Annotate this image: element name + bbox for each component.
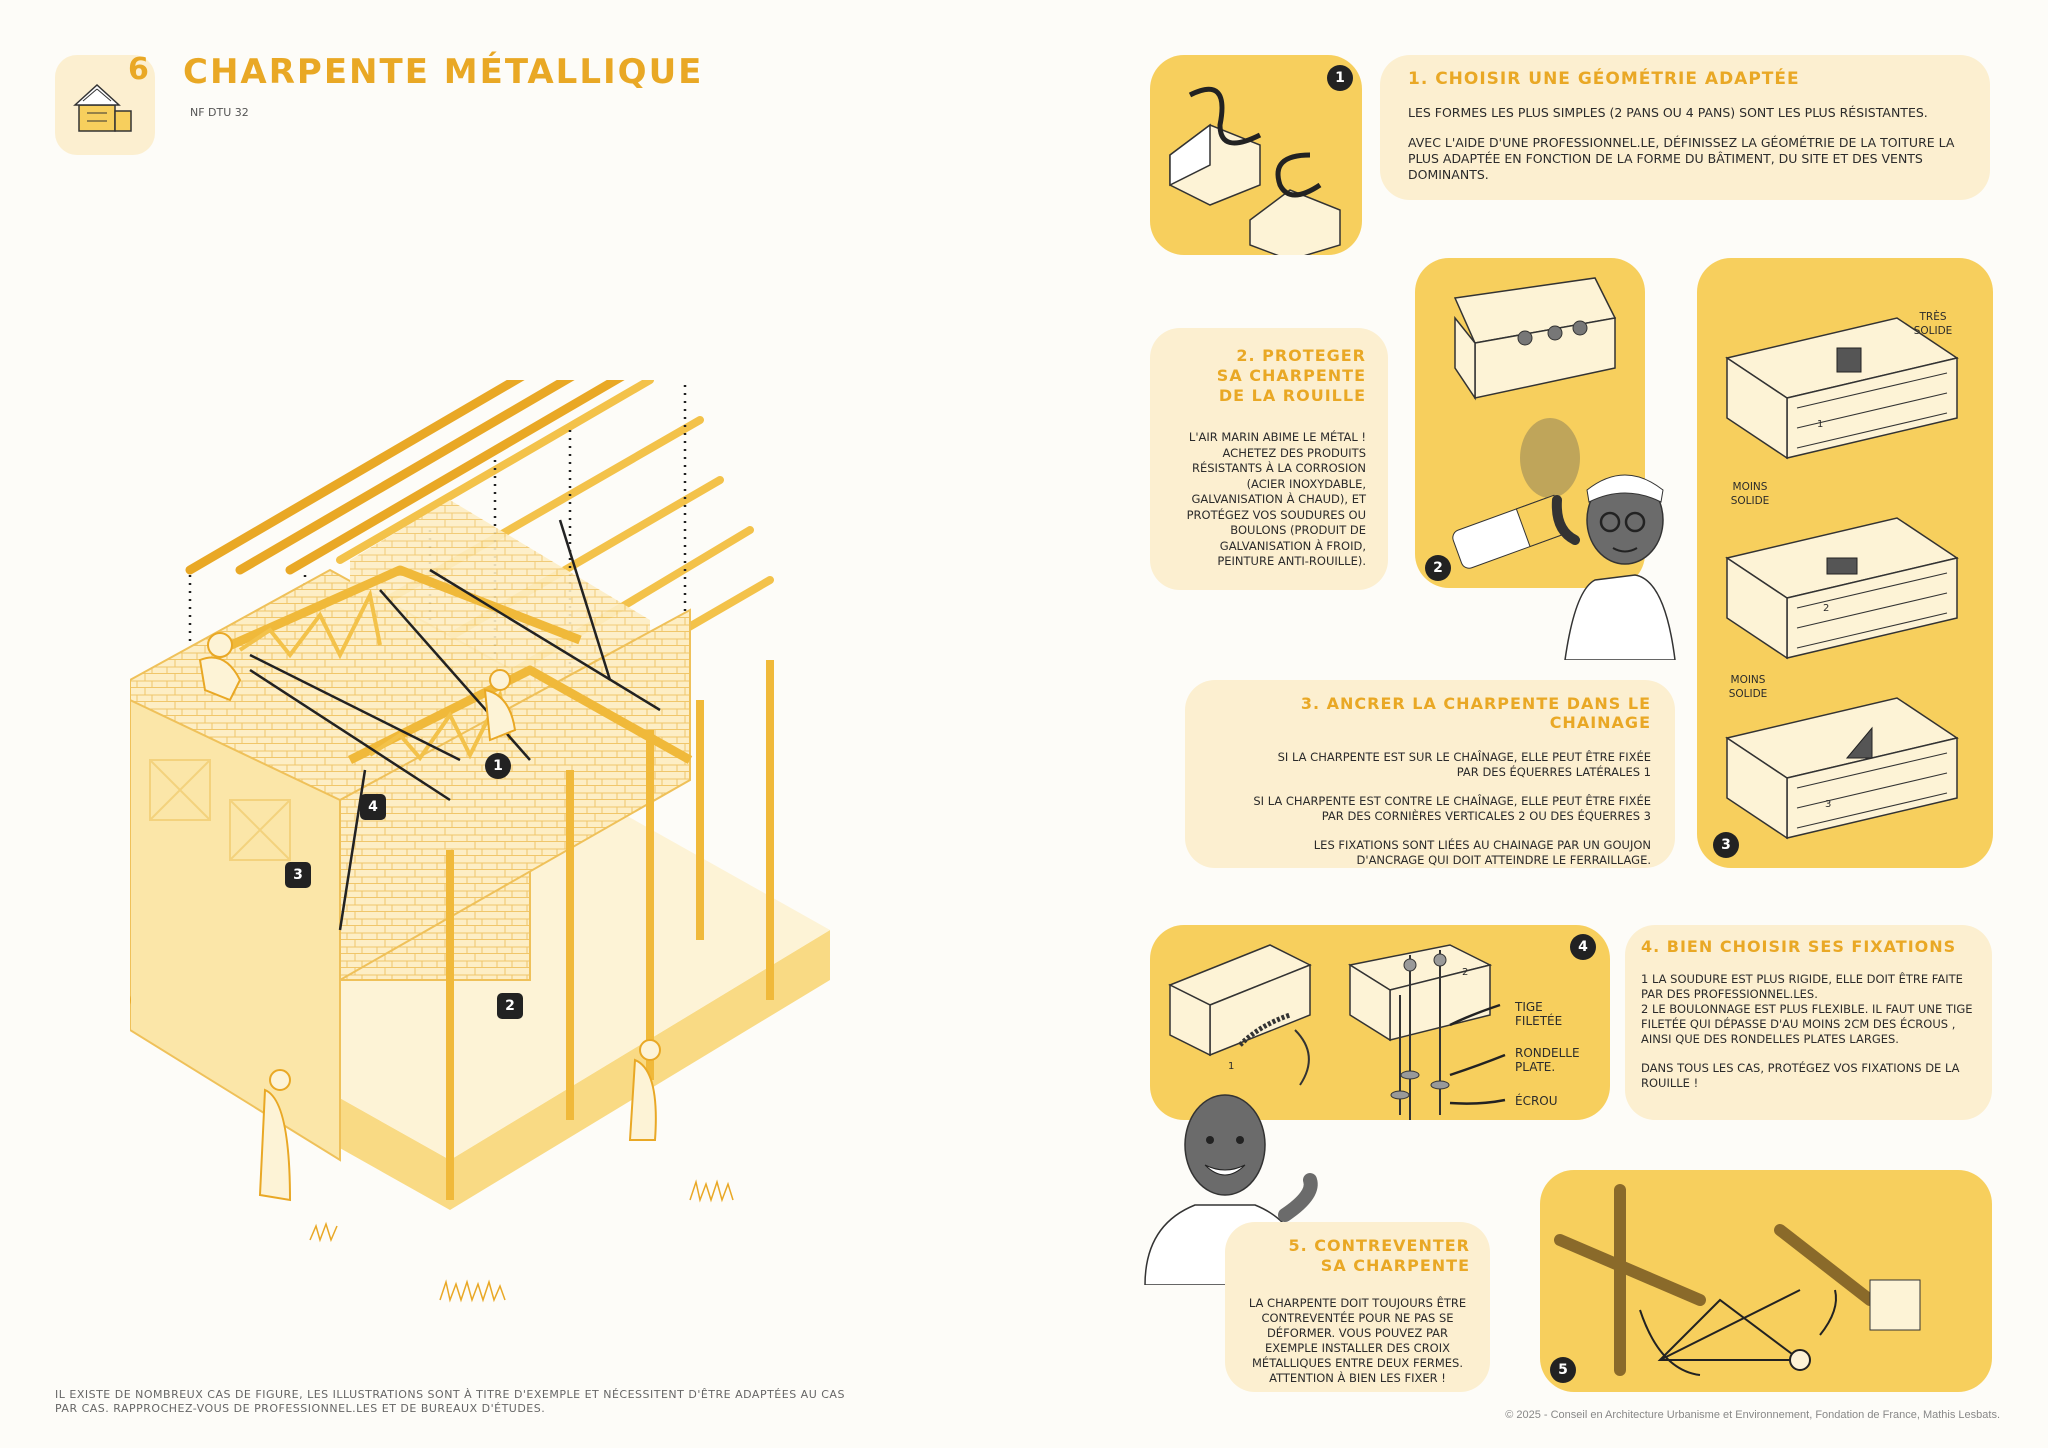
section-3-paragraph-2: SI LA CHARPENTE EST CONTRE LE CHAÎNAGE, … xyxy=(1253,794,1651,823)
section-1-paragraph-1: LES FORMES LES PLUS SIMPLES (2 PANS OU 4… xyxy=(1408,105,1928,120)
section-4-paragraph-1: 1 LA SOUDURE EST PLUS RIGIDE, ELLE DOIT … xyxy=(1641,972,1963,1001)
welded-and-bolted-fixings-illustration xyxy=(1168,944,1506,1120)
section-1-illustration-panel xyxy=(1150,55,1362,261)
section-3-paragraph-3: LES FIXATIONS SONT LIÉES AU CHAINAGE PAR… xyxy=(1313,838,1651,867)
house-roof-structure-illustration xyxy=(130,380,830,1303)
section-4-fig-1: 1 xyxy=(1228,1061,1235,1072)
section-3-fig-2: 2 xyxy=(1823,603,1830,614)
section-5-title: 5. CONTREVENTER SA CHARPENTE xyxy=(1288,1236,1470,1275)
callout-2: 2 xyxy=(497,993,523,1019)
section-2-illustration-panel xyxy=(1415,258,1645,588)
label-ecrou: ÉCROU xyxy=(1515,1094,1558,1108)
section-2-text-card: 2. PROTEGER SA CHARPENTE DE LA ROUILLE L… xyxy=(1150,328,1388,590)
section-3-paragraph-1: SI LA CHARPENTE EST SUR LE CHAÎNAGE, ELL… xyxy=(1277,750,1651,779)
label-moins-solide-b: MOINS SOLIDE xyxy=(1728,674,1768,700)
section-1-text-card: 1. CHOISIR UNE GÉOMÉTRIE ADAPTÉE LES FOR… xyxy=(1380,55,1990,200)
spray-painting-beam-illustration xyxy=(1452,277,1617,569)
copyright-footer: © 2025 - Conseil en Architecture Urbanis… xyxy=(1505,1409,2000,1421)
section-5-illustration-panel xyxy=(1540,1170,1992,1392)
two-houses-wind-illustration xyxy=(1169,86,1341,261)
label-tige-filetee: TIGE FILETÉE xyxy=(1515,1000,1563,1028)
section-1-title: 1. CHOISIR UNE GÉOMÉTRIE ADAPTÉE xyxy=(1408,69,1800,89)
section-3-badge: 3 xyxy=(1713,832,1739,858)
section-3-title: 3. ANCRER LA CHARPENTE DANS LE CHAINAGE xyxy=(1300,694,1651,732)
section-5-paragraph-1: LA CHARPENTE DOIT TOUJOURS ÊTRE CONTREVE… xyxy=(1248,1296,1467,1385)
section-4-text-card: 4. BIEN CHOISIR SES FIXATIONS 1 LA SOUDU… xyxy=(1625,925,1992,1120)
man-with-spray-can-illustration xyxy=(1551,474,1676,660)
section-3-text-card: 3. ANCRER LA CHARPENTE DANS LE CHAINAGE … xyxy=(1185,680,1675,868)
section-5-text-card: 5. CONTREVENTER SA CHARPENTE LA CHARPENT… xyxy=(1225,1222,1490,1392)
label-moins-solide-a: MOINS SOLIDE xyxy=(1730,481,1770,507)
callout-4: 4 xyxy=(360,794,386,820)
section-2-paragraph-1: L'AIR MARIN ABIME LE MÉTAL ! ACHETEZ DES… xyxy=(1186,430,1366,568)
page-title: CHARPENTE MÉTALLIQUE xyxy=(183,52,704,92)
disclaimer-note: IL EXISTE DE NOMBREUX CAS DE FIGURE, LES… xyxy=(55,1388,845,1415)
steel-cross-bracing-illustration xyxy=(1554,1184,1921,1376)
chapter-icon-tile xyxy=(55,55,155,155)
section-5-badge: 5 xyxy=(1550,1357,1576,1383)
truss-anchoring-details-illustration xyxy=(1725,317,1959,840)
section-3-fig-1: 1 xyxy=(1817,419,1824,430)
section-4-title: 4. BIEN CHOISIR SES FIXATIONS xyxy=(1641,937,1957,956)
section-4-badge: 4 xyxy=(1570,934,1596,960)
label-rondelle-plate: RONDELLE PLATE. xyxy=(1515,1046,1580,1074)
section-1-badge: 1 xyxy=(1327,65,1353,91)
section-4-paragraph-2: 2 LE BOULONNAGE EST PLUS FLEXIBLE. IL FA… xyxy=(1641,1002,1973,1046)
section-2-badge: 2 xyxy=(1425,555,1451,581)
section-1-paragraph-2: AVEC L'AIDE D'UNE PROFESSIONNEL.LE, DÉFI… xyxy=(1408,135,1955,182)
chapter-number: 6 xyxy=(128,52,150,87)
section-3-fig-3: 3 xyxy=(1825,799,1832,810)
callout-1: 1 xyxy=(485,753,511,779)
section-4-paragraph-3: DANS TOUS LES CAS, PROTÉGEZ VOS FIXATION… xyxy=(1641,1061,1960,1090)
norm-reference: NF DTU 32 xyxy=(190,106,249,119)
callout-3: 3 xyxy=(285,862,311,888)
house-frame-icon xyxy=(73,83,132,132)
section-4-fig-2: 2 xyxy=(1462,967,1469,978)
section-2-title: 2. PROTEGER SA CHARPENTE DE LA ROUILLE xyxy=(1216,346,1366,405)
section-4-illustration-panel xyxy=(1150,925,1610,1120)
label-tres-solide: TRÈS SOLIDE xyxy=(1913,311,1953,337)
section-3-illustration-panel xyxy=(1697,258,1993,868)
